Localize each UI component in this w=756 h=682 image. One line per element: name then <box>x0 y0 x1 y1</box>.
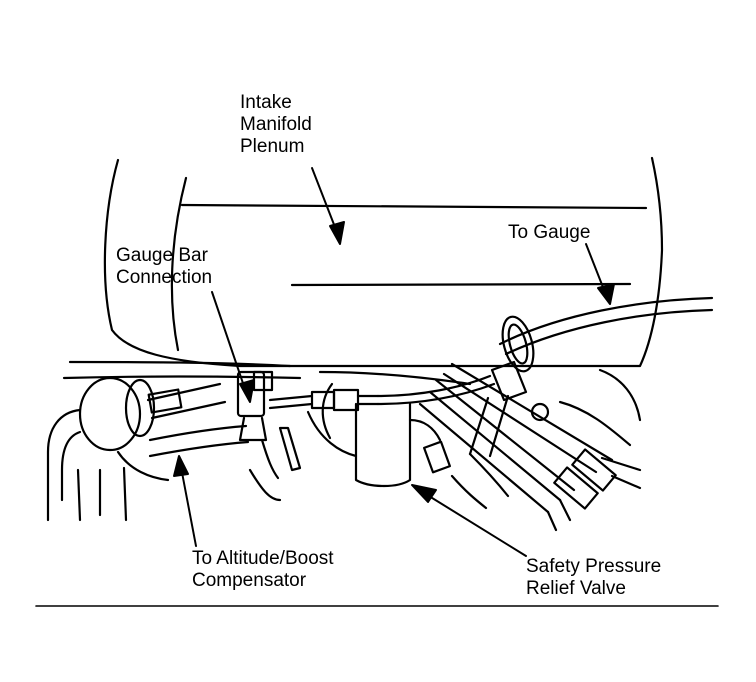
label-line: Relief Valve <box>526 578 626 599</box>
leader-arrows <box>173 167 615 557</box>
label-line: Safety Pressure <box>526 556 662 577</box>
compensator-hose <box>116 424 250 482</box>
label-line: Manifold <box>240 114 312 135</box>
gauge-bar-arrowhead <box>239 379 255 403</box>
fuel-rail-assembly <box>418 362 642 532</box>
plenum-body <box>103 156 664 447</box>
plenum-arrowhead <box>329 221 345 245</box>
label-line: Connection <box>116 267 213 288</box>
label-line: Gauge Bar <box>116 245 208 266</box>
relief-arrowhead <box>411 484 437 503</box>
label-line: To Altitude/Boost <box>192 548 334 569</box>
altitude-arrowhead <box>173 455 189 477</box>
compensator-canister <box>46 376 227 522</box>
label-intake-manifold-plenum: Intake Manifold Plenum <box>240 92 312 158</box>
label-safety-pressure-relief-valve: Safety Pressure Relief Valve <box>526 556 661 600</box>
relief-valve <box>248 382 452 502</box>
gauge-bar-arrow <box>211 291 249 399</box>
relief-arrow <box>415 487 527 557</box>
label-gauge-bar-connection: Gauge Bar Connection <box>116 245 212 289</box>
to-gauge-arrowhead <box>597 283 615 305</box>
gauge-line <box>376 296 714 406</box>
label-line: Compensator <box>192 570 307 591</box>
gauge-bar-fitting <box>236 370 380 480</box>
label-to-gauge: To Gauge <box>508 222 590 244</box>
altitude-arrow <box>179 461 197 547</box>
label-line: Intake <box>240 92 292 113</box>
label-line: To Gauge <box>508 222 591 243</box>
label-line: Plenum <box>240 136 305 157</box>
label-altitude-boost-compensator: To Altitude/Boost Compensator <box>192 548 334 592</box>
